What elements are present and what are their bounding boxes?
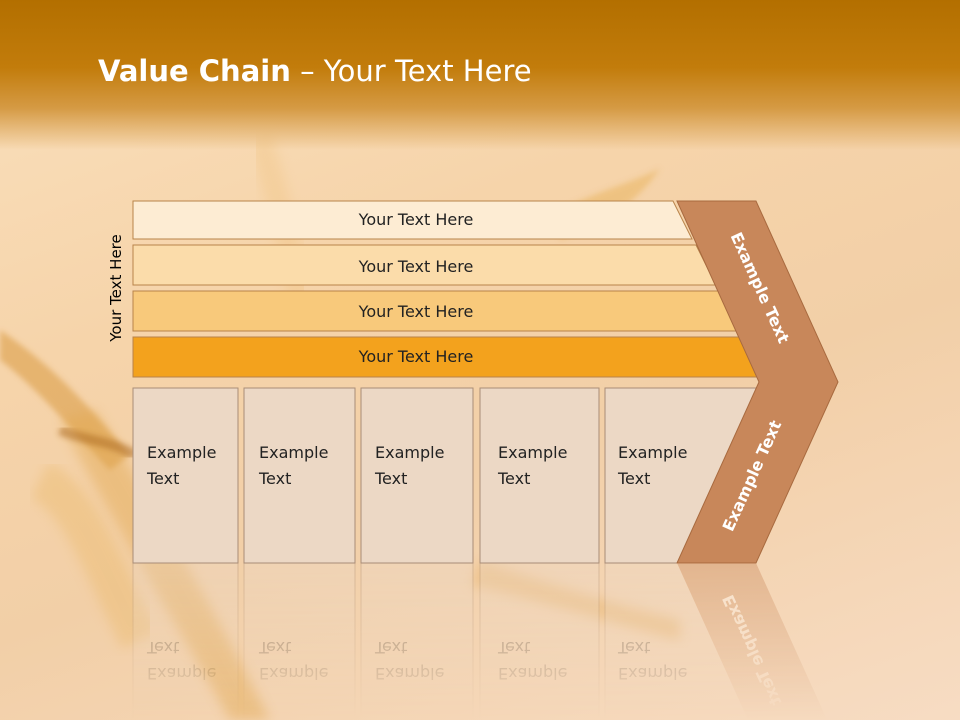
reflection-box-3-line1: Example: [375, 664, 444, 683]
diagram-reflection: Example Text Example Text Example Text E…: [132, 562, 828, 720]
support-bar-3: Your Text Here: [132, 290, 741, 332]
activity-box-5-line1: Example: [618, 443, 687, 462]
support-bar-1: Your Text Here: [132, 200, 693, 240]
reflection-box-4-line2: Text: [497, 638, 530, 657]
reflection-box-1-line2: Text: [146, 638, 179, 657]
activity-box-3-line2: Text: [374, 469, 407, 488]
activity-box-3-line1: Example: [375, 443, 444, 462]
reflection-box-5-line1: Example: [618, 664, 687, 683]
margin-chevron: Example Text Example Text: [676, 200, 839, 564]
reflection-box-2-line1: Example: [259, 664, 328, 683]
support-bar-2: Your Text Here: [132, 244, 717, 286]
reflection-box-3-line2: Text: [374, 638, 407, 657]
reflection-box-5-line2: Text: [617, 638, 650, 657]
activity-box-3: Example Text: [360, 387, 474, 564]
activity-box-2: Example Text: [243, 387, 356, 564]
support-bar-4-label: Your Text Here: [358, 347, 474, 366]
support-bar-2-label: Your Text Here: [358, 257, 474, 276]
support-bar-1-label: Your Text Here: [358, 210, 474, 229]
activity-box-2-line2: Text: [258, 469, 291, 488]
activity-box-4-line1: Example: [498, 443, 567, 462]
side-label: Your Text Here: [107, 234, 125, 342]
activity-box-5-line2: Text: [617, 469, 650, 488]
activity-box-4-line2: Text: [497, 469, 530, 488]
reflection-box-1-line1: Example: [147, 664, 216, 683]
activity-box-2-line1: Example: [259, 443, 328, 462]
activity-box-1-line1: Example: [147, 443, 216, 462]
support-bar-4: Your Text Here: [132, 336, 764, 378]
reflection-box-4-line1: Example: [498, 664, 567, 683]
header-band: [0, 0, 960, 150]
activity-box-4: Example Text: [479, 387, 600, 564]
title-rest: – Your Text Here: [290, 54, 532, 88]
activity-box-1-line2: Text: [146, 469, 179, 488]
slide-title: Value Chain – Your Text Here: [98, 54, 532, 88]
reflection-box-2-line2: Text: [258, 638, 291, 657]
support-bar-3-label: Your Text Here: [358, 302, 474, 321]
title-bold: Value Chain: [98, 54, 291, 88]
activity-box-1: Example Text: [132, 387, 239, 564]
